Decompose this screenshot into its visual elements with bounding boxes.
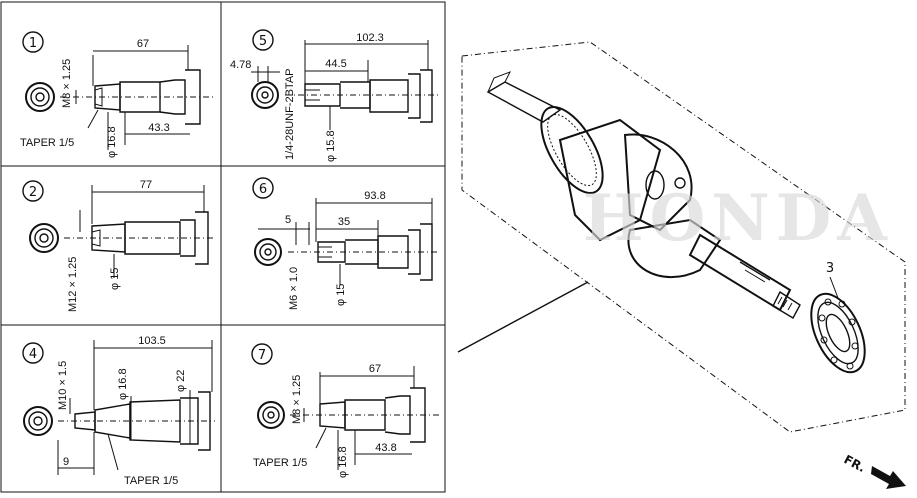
panel-4-label-103-5: 103.5 [138, 335, 166, 347]
panel-6-shaft-side-view [288, 223, 440, 281]
panel-4-number: 4 [22, 342, 44, 364]
panel-7-number: 7 [251, 343, 273, 365]
panel-5-label-4-78: 4.78 [230, 59, 251, 71]
panel-5-label-thread: 1/4-28UNF-2BTAP [284, 69, 296, 161]
panel-4-label-9: 9 [63, 456, 69, 468]
panel-7: 7 67 M8 × 1.25 TAPER 1/5 φ 16.8 4 [251, 343, 440, 478]
panel-5-dimensions [251, 40, 429, 130]
panel-1-shaft-end-view [25, 82, 55, 112]
panel-5-shaft-end-view [251, 81, 279, 109]
panel-1-dimensions [75, 45, 190, 150]
svg-text:2: 2 [29, 185, 37, 200]
panel-2-shaft-side-view [64, 211, 215, 265]
panel-7-label-67: 67 [369, 363, 381, 375]
panel-4-label-thread: M10 × 1.5 [57, 361, 69, 410]
panel-7-label-diameter: φ 16.8 [337, 446, 349, 478]
panel-7-shaft-side-view [290, 387, 440, 443]
svg-text:6: 6 [259, 182, 267, 197]
panel-6-label-5: 5 [285, 214, 291, 226]
panel-2-number: 2 [22, 180, 44, 202]
panel-4-shaft-end-view [23, 406, 53, 436]
honda-watermark: HONDA [583, 181, 893, 256]
panel-4-label-diameter-16-8: φ 16.8 [117, 368, 129, 400]
svg-text:5: 5 [259, 34, 267, 49]
panel-6-dimensions [258, 198, 433, 285]
svg-text:4: 4 [29, 347, 37, 362]
panel-5-shaft-side-view [285, 69, 440, 123]
front-direction-indicator: FR. [842, 452, 906, 489]
bearing-illustration [810, 292, 866, 374]
panel-7-label-taper: TAPER 1/5 [253, 457, 307, 469]
panel-4-label-diameter-22: φ 22 [175, 370, 187, 392]
panel-1-label-diameter: φ 16.8 [106, 126, 118, 158]
panel-1-label-taper: TAPER 1/5 [20, 137, 74, 149]
panel-1-label-thread: M8 × 1.25 [61, 59, 73, 108]
front-direction-label: FR. [842, 452, 868, 475]
panel-4-dimensions [57, 340, 213, 475]
panel-4-label-taper: TAPER 1/5 [124, 475, 178, 487]
panel-7-shaft-end-view [257, 401, 285, 429]
panel-5-label-44-5: 44.5 [325, 58, 346, 70]
panel-7-label-thread: M8 × 1.25 [291, 375, 303, 424]
front-arrow-icon [871, 466, 906, 489]
panel-1: 1 67 M8 × 1.25 TAPER 1/5 φ 16. [20, 31, 215, 158]
exploded-view-boundary [461, 41, 906, 433]
panel-5: 5 102.3 4.78 44.5 [230, 29, 440, 162]
panel-2-label-thread: M12 × 1.25 [67, 257, 79, 312]
panel-6-label-thread: M6 × 1.0 [288, 267, 300, 310]
panel-4-shaft-side-view [58, 391, 215, 451]
panel-4: 4 103.5 M10 × 1.5 φ [22, 335, 215, 487]
svg-text:7: 7 [258, 348, 266, 363]
panel-2-label-diameter: φ 15 [109, 268, 121, 290]
panel-2-shaft-end-view [29, 223, 59, 253]
panel-5-number: 5 [252, 29, 274, 51]
panel-6-shaft-end-view [254, 238, 282, 266]
panel-1-number: 1 [22, 31, 44, 53]
panel-6-label-35: 35 [338, 216, 350, 228]
panel-1-shaft-side-view [60, 69, 215, 125]
panel-6-label-93-8: 93.8 [364, 190, 385, 202]
panel-7-dimensions [303, 366, 415, 470]
panel-6: 6 93.8 5 35 M6 × [252, 177, 440, 310]
panel-6-label-diameter: φ 15 [335, 284, 347, 306]
exploded-view: 3 HONDA FR. [457, 41, 906, 489]
svg-text:1: 1 [29, 36, 37, 51]
part-number-label: 3 [826, 261, 834, 276]
panel-2-dimensions [79, 185, 205, 278]
panel-5-label-diameter: φ 15.8 [325, 130, 337, 162]
panel-7-label-43-8: 43.8 [375, 442, 396, 454]
panel-2-label-77: 77 [140, 179, 152, 191]
panel-grid [0, 1, 446, 493]
exploded-view-leader [457, 281, 589, 353]
panel-5-label-102-3: 102.3 [356, 32, 384, 44]
part-number-leader [829, 276, 839, 299]
panel-2: 2 77 M12 × 1.25 φ 15 [22, 179, 215, 312]
panel-1-label-43-3: 43.3 [148, 122, 169, 134]
panel-6-number: 6 [252, 177, 274, 199]
panel-1-label-67: 67 [137, 38, 149, 50]
